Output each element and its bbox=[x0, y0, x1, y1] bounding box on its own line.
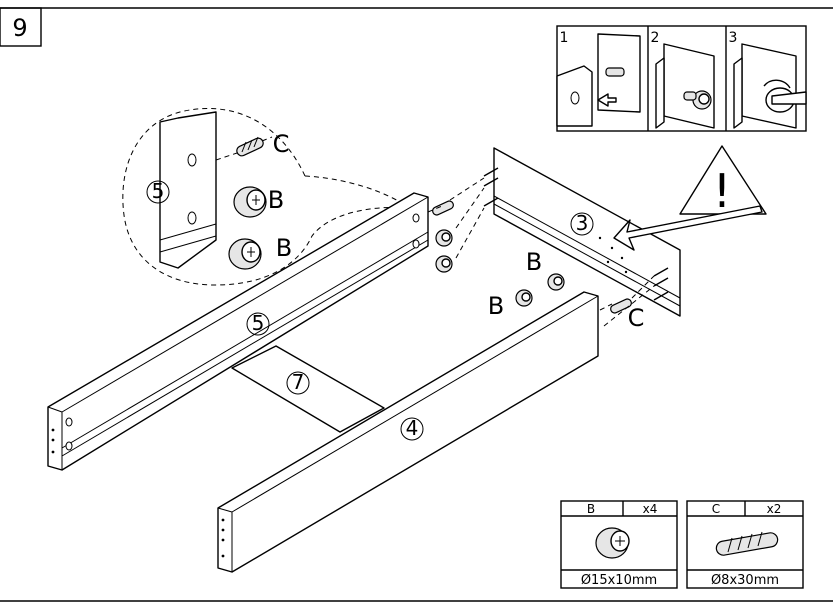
panel-5-label: 5 bbox=[252, 311, 265, 335]
parts-legend-c: C x2 Ø8x30mm bbox=[686, 500, 804, 589]
legend-b-letter: B bbox=[587, 502, 595, 516]
warning-arrow-icon bbox=[613, 205, 763, 251]
panel-3-label: 3 bbox=[576, 211, 589, 235]
parts-legend-b: B x4 Ø15x10mm bbox=[560, 500, 678, 589]
detail-cam-b-upper bbox=[233, 186, 267, 218]
panel-4-label: 4 bbox=[406, 416, 419, 440]
detail-callout: 5 C B B bbox=[122, 108, 411, 286]
detail-callout-b-upper: B bbox=[268, 186, 284, 214]
warning-symbol: ! bbox=[713, 164, 731, 218]
hardware-right-dowels: C bbox=[599, 275, 655, 332]
detail-panel-5-label: 5 bbox=[152, 179, 165, 203]
panel-5: 5 bbox=[47, 192, 429, 471]
detail-callout-b-lower: B bbox=[276, 234, 292, 262]
callout-b-middle: B bbox=[526, 248, 542, 276]
legend-c-qty: x2 bbox=[767, 502, 782, 516]
panel-4: 4 bbox=[217, 291, 599, 573]
wood-dowel-icon bbox=[715, 531, 779, 556]
legend-c-size: Ø8x30mm bbox=[711, 573, 779, 588]
panel-7: 7 bbox=[231, 345, 385, 433]
callout-b-left: B bbox=[488, 292, 504, 320]
inset-step-2: 2 bbox=[651, 30, 660, 46]
hardware-lower-middle: B B bbox=[488, 248, 565, 320]
cam-lock-icon bbox=[595, 527, 630, 559]
callout-c-right: C bbox=[628, 304, 645, 332]
legend-c-letter: C bbox=[712, 502, 720, 516]
inset-step-3: 3 bbox=[729, 30, 738, 46]
panel-7-label: 7 bbox=[292, 370, 305, 394]
panel-3: 3 bbox=[483, 147, 681, 317]
detail-cam-b-lower bbox=[228, 238, 262, 270]
hardware-upper-left bbox=[427, 177, 485, 273]
legend-b-qty: x4 bbox=[643, 502, 658, 516]
legend-b-size: Ø15x10mm bbox=[581, 573, 657, 588]
detail-callout-c: C bbox=[273, 130, 290, 158]
step-number: 9 bbox=[12, 14, 27, 42]
inset-steps-panel: 1 2 3 bbox=[556, 25, 807, 132]
inset-step-1: 1 bbox=[560, 30, 569, 46]
detail-dowel-c bbox=[236, 136, 264, 157]
step-number-box: 9 bbox=[0, 7, 42, 47]
